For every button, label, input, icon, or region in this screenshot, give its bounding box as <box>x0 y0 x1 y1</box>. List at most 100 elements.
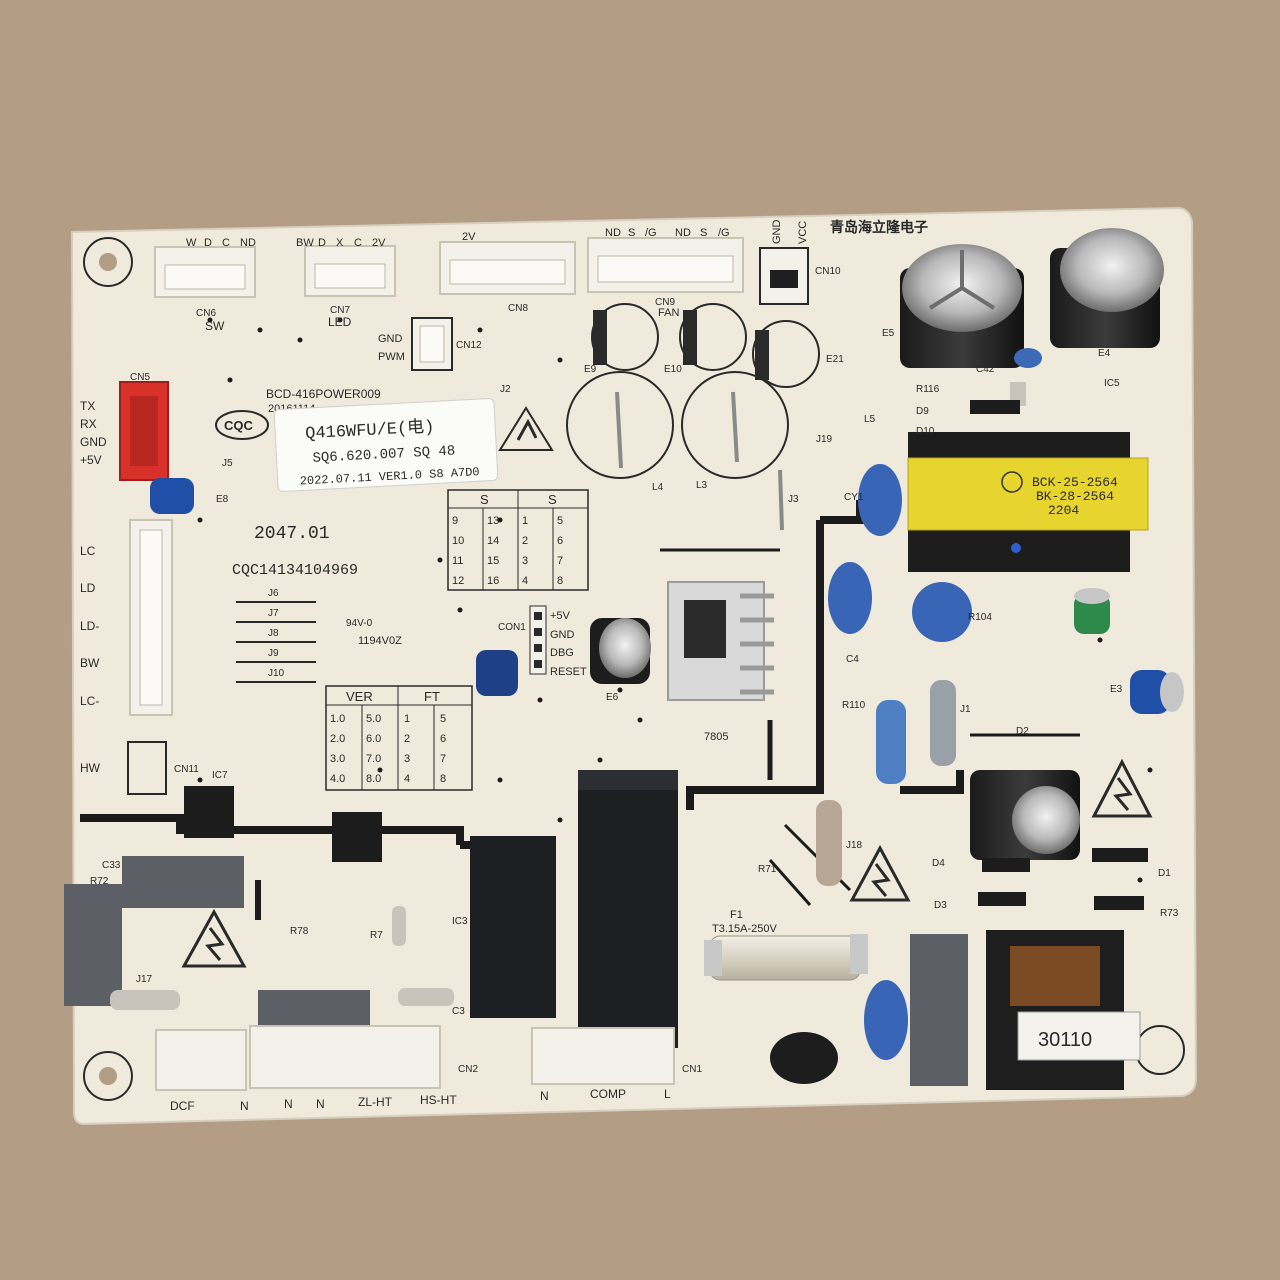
ref-label-r110: R110 <box>842 700 866 711</box>
cn6-pin-3: ND <box>240 237 256 249</box>
ref-label-r71: R71 <box>758 864 777 875</box>
ver-table-cell: 2.0 <box>330 733 345 745</box>
maker-silkscreen: 青岛海立隆电子 <box>830 219 928 235</box>
connector-cn7: CN7 LED BW D X C 2V <box>296 237 396 329</box>
ver-table-cell: 8.0 <box>366 773 381 785</box>
ref-label-j3: J3 <box>788 494 799 505</box>
s-table-cell: 7 <box>557 555 563 567</box>
choke-label: 30110 <box>1038 1029 1092 1051</box>
cn9-pin-5: /G <box>718 227 730 239</box>
cn9-pin-3: ND <box>675 227 691 239</box>
cn9-sub-label: FAN <box>658 307 679 319</box>
ref-7805: 7805 <box>704 731 728 743</box>
transformer-line-1: BCK-25-2564 <box>1032 475 1118 490</box>
ref-label-d3: D3 <box>934 900 947 911</box>
cn12-label: CN12 <box>456 340 482 351</box>
ref-label-l3: L3 <box>696 480 708 491</box>
ref-label-ic7: IC7 <box>212 770 228 781</box>
batch-silkscreen: 2047.01 <box>254 524 330 544</box>
s-table-cell: 16 <box>487 575 499 587</box>
ref-label-d1: D1 <box>1158 868 1171 879</box>
bottom-label-0: DCF <box>170 1099 195 1113</box>
connector-cn1: CN1 <box>531 1027 702 1085</box>
jumper-j7: J7 <box>268 608 279 619</box>
cn11-area: CN11 <box>127 741 199 795</box>
cn8-pin-0: 2V <box>462 231 476 243</box>
capacitor-e4 <box>1050 228 1164 348</box>
cn10-pin-0: GND <box>771 220 783 245</box>
ref-label-j5: J5 <box>222 458 233 469</box>
connector-cn4: LC LD LD- BW LC- HW <box>80 519 173 775</box>
ref-label-j17: J17 <box>136 974 153 985</box>
ref-label-cy1: CY1 <box>844 492 864 503</box>
esd-warning-symbol <box>498 406 554 451</box>
con1-pin-1: GND <box>550 629 575 641</box>
cn10-label: CN10 <box>815 266 841 277</box>
capacitor-c42 <box>1014 348 1042 368</box>
ver-table-cell: 5.0 <box>366 713 381 725</box>
thermistor <box>770 1032 838 1084</box>
ver-table-cell: 6.0 <box>366 733 381 745</box>
ul-code-silkscreen: 1194V0Z <box>358 635 402 647</box>
bottom-label-5: HS-HT <box>420 1093 457 1107</box>
cn7-pin-0: BW <box>296 237 314 249</box>
ref-label-e6: E6 <box>606 692 619 703</box>
jumper-group <box>236 601 316 683</box>
cn4-pin-2: LD- <box>80 619 99 633</box>
ref-label-j18: J18 <box>846 840 863 851</box>
s-table-cell: 3 <box>522 555 528 567</box>
cn7-sub-label: LED <box>328 315 352 329</box>
ic3 <box>184 786 234 838</box>
cn4-pin-3: BW <box>80 656 100 670</box>
connector-cn5: CN5 TX RX GND +5V <box>80 372 169 481</box>
s-table-cell: 14 <box>487 535 499 547</box>
ver-table-header-0: VER <box>346 689 373 704</box>
ref-label-j2: J2 <box>500 384 511 395</box>
ul-silkscreen: 94V-0 <box>346 618 373 629</box>
cn5-pin-2: GND <box>80 435 107 449</box>
ref-label-e9: E9 <box>584 364 597 375</box>
ref-label-j19: J19 <box>816 434 833 445</box>
transformer-line-3: 2204 <box>1048 503 1079 518</box>
cn12-pin-0: GND <box>378 333 403 345</box>
ref-label-j1: J1 <box>960 704 971 715</box>
cn6-pin-0: W <box>186 237 197 249</box>
cn9-label: CN9 <box>655 297 675 308</box>
s-table-cell: 6 <box>557 535 563 547</box>
connector-cn10: CN10 GND VCC <box>759 220 841 305</box>
cn9-pin-4: S <box>700 227 707 239</box>
cn1-label: CN1 <box>682 1064 702 1075</box>
s-table-header-0: S <box>480 492 489 507</box>
ref-label-c33: C33 <box>102 860 121 871</box>
ref-label-c4: C4 <box>846 654 859 665</box>
jumper-j10: J10 <box>268 668 285 679</box>
hazard-symbols <box>181 758 1153 968</box>
ref-label-d9: D9 <box>916 406 929 417</box>
ver-table-cell: 3.0 <box>330 753 345 765</box>
ref-label-e10: E10 <box>664 364 682 375</box>
fuse-f1 <box>704 934 868 981</box>
s-table-cell: 5 <box>557 515 563 527</box>
relay-heater <box>470 836 556 1018</box>
ref-label-d2: D2 <box>1016 726 1029 737</box>
ver-table-header-1: FT <box>424 689 440 704</box>
s-table-cell: 11 <box>452 555 463 567</box>
cn6-label: CN6 <box>196 308 216 319</box>
cn8-label: CN8 <box>508 303 528 314</box>
con1-label: CON1 <box>498 622 526 633</box>
s-table-cell: 13 <box>487 515 499 527</box>
bottom-label-1: N <box>240 1099 249 1113</box>
ref-label-ic3: IC3 <box>452 916 468 927</box>
ref-label-c42: C42 <box>976 364 995 375</box>
cn5-pin-1: RX <box>80 417 97 431</box>
connector-cn6: CN6 SW W D C ND <box>154 237 256 333</box>
ver-table-cell: 3 <box>404 753 410 765</box>
resistors <box>110 382 1026 1010</box>
cn5-pin-0: TX <box>80 399 95 413</box>
ref-label-l4: L4 <box>652 482 664 493</box>
cn6-pin-2: C <box>222 237 230 249</box>
